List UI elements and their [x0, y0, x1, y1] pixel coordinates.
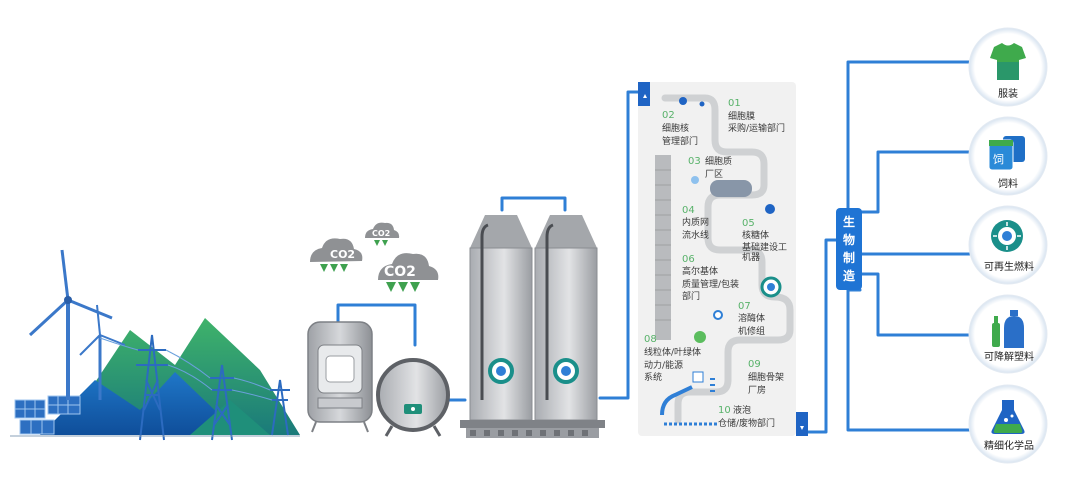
svg-text:高尔基体: 高尔基体	[682, 265, 718, 277]
svg-text:溶酶体: 溶酶体	[738, 312, 765, 324]
step-08: 08 线粒体/叶绿体 动力/能源 系统	[644, 334, 701, 383]
wind-turbine-icon	[79, 304, 126, 400]
step-07: 07 溶酶体 机修组	[738, 301, 765, 337]
svg-text:细胞质: 细胞质	[705, 155, 732, 167]
svg-text:服装: 服装	[998, 87, 1018, 100]
step-03: 03 细胞质 厂区	[688, 155, 732, 180]
svg-text:仓储/废物部门: 仓储/废物部门	[718, 417, 775, 429]
vacuole-icon	[660, 371, 715, 416]
svg-text:03: 03	[688, 156, 701, 167]
svg-text:08: 08	[644, 334, 657, 345]
enzyme-icon	[713, 310, 723, 320]
reactor-tower-1	[469, 215, 533, 421]
svg-text:流水线: 流水线	[682, 229, 709, 241]
ribosome-icon	[765, 204, 775, 214]
reactor-tower-2	[534, 215, 598, 421]
mountain-front	[40, 372, 240, 435]
power-lines	[99, 337, 273, 401]
co2-label: CO2	[330, 248, 355, 261]
step-09: 09 细胞骨架 厂房	[748, 359, 784, 396]
product-fine-chemicals: 精细化学品	[968, 384, 1048, 464]
power-tower-icon	[136, 334, 168, 441]
bottle-icon	[992, 310, 1024, 348]
step-04: 04 内质网 流水线	[682, 205, 709, 241]
wind-turbine-icon	[28, 249, 113, 400]
nucleus-icon	[699, 101, 705, 107]
tire-icon	[991, 220, 1023, 252]
svg-text:质量管理/包装: 质量管理/包装	[682, 278, 739, 290]
svg-text:内质网: 内质网	[682, 216, 709, 228]
svg-text:09: 09	[748, 359, 761, 370]
svg-text:核糖体: 核糖体	[742, 229, 769, 241]
landscape	[10, 249, 300, 441]
svg-text:液泡: 液泡	[733, 404, 751, 416]
svg-text:部门: 部门	[682, 290, 700, 302]
nucleus-icon	[679, 97, 687, 105]
co2-cloud-3: CO2	[378, 253, 439, 292]
power-tower-icon	[210, 364, 234, 441]
svg-text:基础建设工: 基础建设工	[742, 241, 787, 253]
svg-text:物: 物	[843, 232, 855, 247]
svg-text:02: 02	[662, 110, 675, 121]
svg-text:细胞核: 细胞核	[662, 122, 689, 134]
step-02: 02 细胞核 管理部门	[662, 110, 698, 147]
svg-text:细胞骨架: 细胞骨架	[748, 371, 784, 383]
svg-text:制: 制	[843, 250, 855, 265]
feed-icon: 饲	[988, 136, 1025, 171]
svg-text:细胞膜: 细胞膜	[728, 110, 755, 122]
co2-label: CO2	[372, 229, 390, 238]
svg-text:04: 04	[682, 205, 695, 216]
power-tower-icon	[270, 379, 290, 436]
co2-cloud-2: CO2	[365, 222, 400, 246]
svg-text:05: 05	[742, 218, 755, 229]
svg-text:饲: 饲	[993, 153, 1004, 166]
svg-text:厂房: 厂房	[748, 384, 766, 396]
reactor-base	[460, 420, 605, 438]
bio-manufacturing-box: 生 物 制 造	[836, 208, 862, 290]
product-degradable-plastic: 可降解塑料	[968, 294, 1048, 374]
svg-text:采购/运输部门: 采购/运输部门	[728, 122, 785, 134]
svg-text:线粒体/叶绿体: 线粒体/叶绿体	[644, 346, 701, 358]
cytoplasm-icon	[710, 180, 752, 197]
step-06: 06 高尔基体 质量管理/包装 部门	[682, 254, 739, 302]
round-vessel	[376, 358, 450, 437]
cell-factory-panel: 01 细胞膜 采购/运输部门 02 细胞核 管理部门 03 细胞质 厂区 04 …	[638, 82, 808, 436]
storage-tank	[307, 321, 373, 433]
product-feed: 饲 饲料	[968, 116, 1048, 196]
step-10: 10 液泡 仓储/废物部门	[718, 404, 775, 429]
svg-text:造: 造	[843, 268, 856, 283]
svg-text:01: 01	[728, 98, 741, 109]
step-01: 01 细胞膜 采购/运输部门	[728, 98, 785, 134]
svg-text:精细化学品: 精细化学品	[984, 439, 1034, 452]
svg-text:厂区: 厂区	[705, 169, 723, 180]
svg-text:饲料: 饲料	[998, 177, 1018, 190]
svg-text:可再生燃料: 可再生燃料	[984, 260, 1034, 273]
mitochondria-icon	[694, 331, 706, 343]
svg-text:管理部门: 管理部门	[662, 135, 698, 147]
svg-text:可降解塑料: 可降解塑料	[984, 350, 1034, 363]
product-clothing: 服装	[968, 27, 1048, 107]
vesicle-icon	[691, 176, 699, 184]
product-renewable-fuel: 可再生燃料	[968, 205, 1048, 285]
co2-cloud-1: CO2	[310, 238, 363, 272]
svg-text:动力/能源: 动力/能源	[644, 359, 683, 371]
svg-text:机器: 机器	[742, 251, 760, 263]
svg-text:07: 07	[738, 301, 751, 312]
flask-icon	[991, 400, 1025, 434]
svg-text:06: 06	[682, 254, 695, 265]
svg-text:生: 生	[843, 214, 855, 229]
svg-text:系统: 系统	[644, 371, 662, 383]
step-05: 05 核糖体 基础建设工 机器	[742, 218, 787, 263]
co2-label: CO2	[384, 264, 416, 280]
svg-text:10: 10	[718, 405, 731, 416]
svg-text:机修组: 机修组	[738, 325, 765, 337]
